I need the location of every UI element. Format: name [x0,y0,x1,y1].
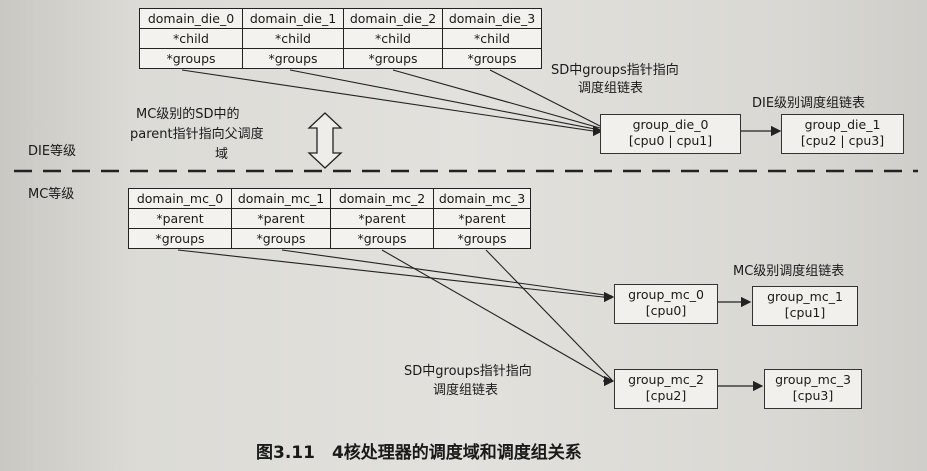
parent-annotation-line2: parent指针指向父调度 [130,127,264,142]
mc3-groups-pointer [485,249,613,381]
group-die-0-name: group_die_0 [632,117,709,132]
group-mc-0-name: group_mc_0 [628,287,704,302]
domain-mc-2-header: domain_mc_2 [330,188,434,209]
mc0-groups-pointer [177,249,613,299]
group-mc-2-box: group_mc_2 [cpu2] [614,369,718,409]
parent-pointer-arrow [307,112,343,169]
mc-groups-annotation-line2: 调度组链表 [433,383,499,398]
die-domain-table: domain_die_0 domain_die_1 domain_die_2 d… [139,8,542,69]
domain-die-2-child: *child [343,28,443,49]
figure-caption: 图3.11 4核处理器的调度域和调度组关系 [256,443,582,463]
mc2-groups-pointer [381,249,613,383]
group-mc-1-box: group_mc_1 [cpu1] [752,286,858,326]
die-level-label: DIE等级 [28,144,77,159]
group-mc-2-cpus: [cpu2] [645,388,687,403]
mc-group-list-label: MC级别调度组链表 [733,264,845,279]
group-die-0-box: group_die_0 [cpu0 | cpu1] [600,114,741,154]
domain-die-1-header: domain_die_1 [242,8,344,29]
domain-die-1-child: *child [242,28,344,49]
domain-mc-3-parent: *parent [433,208,531,229]
group-die-1-name: group_die_1 [804,117,881,132]
die3-groups-pointer [489,69,601,127]
domain-mc-2-parent: *parent [330,208,434,229]
die1-groups-pointer [289,69,601,131]
parent-annotation-line3: 域 [215,147,229,162]
domain-mc-1-parent: *parent [231,208,331,229]
domain-mc-1-groups: *groups [231,228,331,249]
domain-mc-3-header: domain_mc_3 [433,188,531,209]
die-groups-annotation-line1: SD中groups指针指向 [551,63,679,78]
domain-mc-3-groups: *groups [433,228,531,249]
domain-die-2-groups: *groups [343,48,443,69]
group-mc-2-name: group_mc_2 [628,372,704,387]
group-die-0-cpus: [cpu0 | cpu1] [628,133,713,148]
group-mc-1-cpus: [cpu1] [784,305,826,320]
parent-annotation-line1: MC级别的SD中的 [136,107,240,122]
domain-mc-0-header: domain_mc_0 [128,188,232,209]
domain-die-0-groups: *groups [139,48,243,69]
mc-level-label: MC等级 [28,187,75,202]
domain-die-3-header: domain_die_3 [442,8,542,29]
group-die-1-cpus: [cpu2 | cpu3] [800,133,885,148]
group-mc-0-cpus: [cpu0] [645,303,687,318]
domain-mc-1-header: domain_mc_1 [231,188,331,209]
domain-die-1-groups: *groups [242,48,344,69]
group-die-1-box: group_die_1 [cpu2 | cpu3] [781,114,904,154]
mc1-groups-pointer [281,249,613,297]
group-mc-3-box: group_mc_3 [cpu3] [764,369,862,409]
domain-mc-0-parent: *parent [128,208,232,229]
group-mc-3-cpus: [cpu3] [792,388,834,403]
domain-die-0-header: domain_die_0 [139,8,243,29]
domain-die-0-child: *child [139,28,243,49]
die0-groups-pointer [181,69,601,133]
group-mc-3-name: group_mc_3 [775,372,851,387]
domain-die-2-header: domain_die_2 [343,8,443,29]
domain-mc-0-groups: *groups [128,228,232,249]
mc-groups-annotation-line1: SD中groups指针指向 [404,364,532,379]
mc-domain-table: domain_mc_0 domain_mc_1 domain_mc_2 doma… [128,188,531,249]
group-mc-1-name: group_mc_1 [767,289,843,304]
domain-mc-2-groups: *groups [330,228,434,249]
domain-die-3-child: *child [442,28,542,49]
die2-groups-pointer [392,69,601,129]
domain-die-3-groups: *groups [442,48,542,69]
group-mc-0-box: group_mc_0 [cpu0] [614,284,718,324]
die-groups-annotation-line2: 调度组链表 [578,81,644,96]
die-group-list-label: DIE级别调度组链表 [752,96,866,111]
